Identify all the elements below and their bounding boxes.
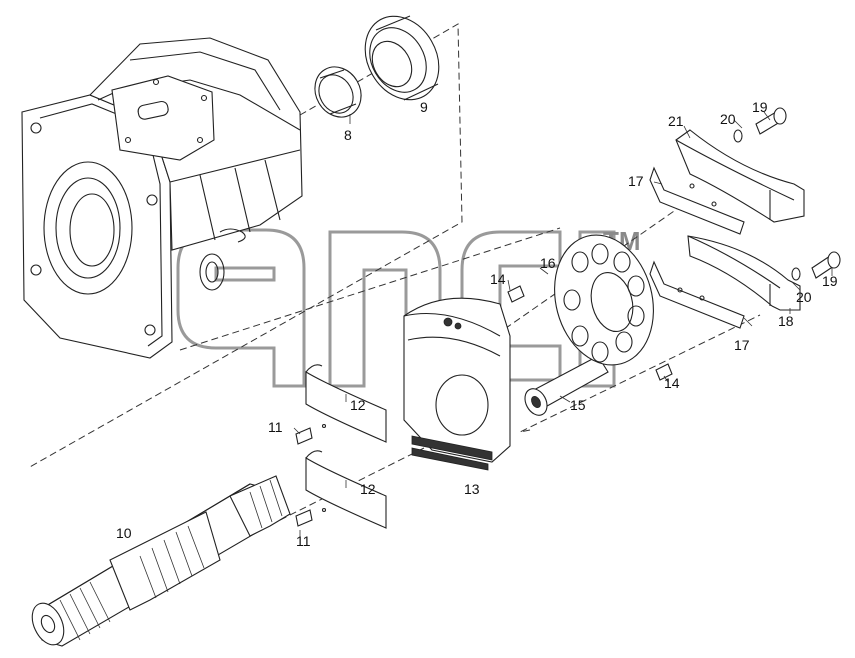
- pin-part-14-left: [507, 285, 525, 303]
- bushing-upper-part-12: [305, 364, 387, 443]
- pin-part-14-right: [655, 363, 673, 381]
- swashplate-part-13: [403, 297, 511, 471]
- callout-17-lower: 17: [734, 337, 750, 353]
- callout-21: 21: [668, 113, 684, 129]
- callout-12-upper: 12: [350, 397, 366, 413]
- bolt-lower-part-19: [811, 251, 841, 279]
- piston-part-15: [524, 355, 609, 416]
- gasket-lower-part-17: [649, 260, 745, 329]
- valve-plate-part-16: [554, 234, 654, 366]
- callout-15: 15: [570, 397, 586, 413]
- ball-bearing-part-9: [364, 15, 440, 101]
- pin-part-11-lower: [295, 509, 313, 527]
- callout-11-upper: 11: [268, 419, 283, 435]
- callout-18: 18: [778, 313, 794, 329]
- callout-20-upper: 20: [720, 111, 736, 127]
- callout-9: 9: [420, 99, 428, 115]
- callout-12-lower: 12: [360, 481, 376, 497]
- callout-13: 13: [464, 481, 480, 497]
- callout-10: 10: [116, 525, 132, 541]
- washer-upper-part-20: [733, 129, 743, 143]
- gasket-upper-part-17: [649, 166, 745, 235]
- callout-17-upper: 17: [628, 173, 644, 189]
- callout-14-right: 14: [664, 375, 680, 391]
- leader-lines: [293, 111, 833, 538]
- callout-19-upper: 19: [752, 99, 768, 115]
- washer-lower-part-20: [791, 267, 801, 281]
- pin-part-11-upper: [295, 427, 313, 445]
- callout-19-lower: 19: [822, 273, 838, 289]
- callout-8: 8: [344, 127, 352, 143]
- drive-shaft-part-10: [31, 475, 291, 647]
- retainer-part-21: [675, 129, 805, 223]
- callout-20-lower: 20: [796, 289, 812, 305]
- callout-11-lower: 11: [296, 533, 311, 549]
- callout-16: 16: [540, 255, 556, 271]
- bolt-upper-part-19: [755, 107, 787, 135]
- bushing-lower-part-12: [305, 450, 387, 529]
- callout-14-left: 14: [490, 271, 506, 287]
- pump-housing: [21, 37, 303, 359]
- callout-labels: 8 9 10 11 11 12 12 13 14 14 15 16 17 17 …: [116, 99, 838, 549]
- bearing-race-part-8: [314, 66, 362, 118]
- retainer-part-18: [687, 235, 801, 311]
